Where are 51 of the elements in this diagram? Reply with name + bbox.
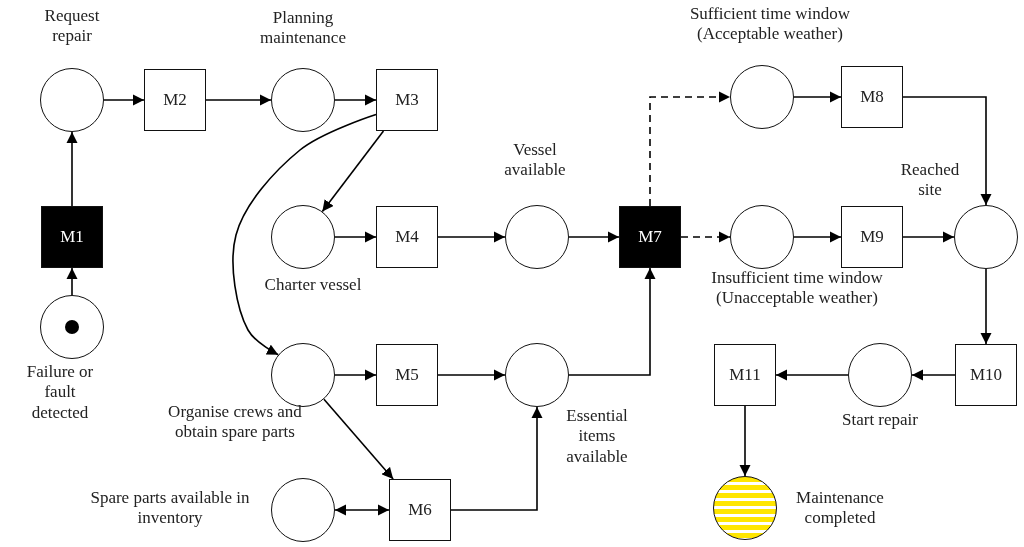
- arrow: [568, 267, 656, 376]
- transition-box: M5: [376, 344, 438, 406]
- arrow: [568, 231, 620, 243]
- immediate-transition-box: M1: [41, 206, 103, 268]
- arrow: [437, 369, 506, 381]
- arrow: [232, 113, 377, 356]
- arrow: [911, 369, 956, 381]
- arrow: [66, 267, 78, 296]
- arrow: [205, 94, 272, 106]
- place-label: Maintenance completed: [795, 488, 885, 529]
- arrow: [680, 231, 731, 243]
- arrow: [334, 231, 377, 243]
- arrow: [793, 91, 842, 103]
- place-label: Insufficient time window (Unacceptable weather): [710, 268, 884, 309]
- arrow: [323, 398, 394, 480]
- arrow: [902, 231, 955, 243]
- place-label: Charter vessel: [263, 275, 363, 296]
- arrow: [649, 91, 731, 207]
- transition-box: M6: [389, 479, 451, 541]
- arrow: [103, 94, 145, 106]
- place-label: Spare parts available in inventory: [89, 488, 251, 529]
- arrow: [450, 406, 543, 511]
- immediate-transition-box: M7: [619, 206, 681, 268]
- place-label: Start repair: [841, 410, 919, 431]
- transition-box: M11: [714, 344, 776, 406]
- place-label: Planning maintenance: [259, 8, 347, 49]
- place-label: Vessel available: [503, 140, 567, 181]
- arrow: [980, 268, 992, 345]
- arrow: [321, 130, 385, 213]
- transition-box: M3: [376, 69, 438, 131]
- transition-box: M4: [376, 206, 438, 268]
- place-label: Request repair: [43, 6, 101, 47]
- arrow: [334, 94, 377, 106]
- arrow: [334, 504, 390, 516]
- place-label: Reached site: [899, 160, 961, 201]
- place-label: Failure or fault detected: [25, 362, 95, 424]
- transition-box: M9: [841, 206, 903, 268]
- arrow: [902, 96, 992, 206]
- arrow: [334, 369, 377, 381]
- arrow: [793, 231, 842, 243]
- arrow: [66, 131, 78, 207]
- place-label: Sufficient time window (Acceptable weather): [688, 4, 852, 45]
- arrow: [739, 405, 751, 477]
- arrow: [437, 231, 506, 243]
- arrow: [775, 369, 849, 381]
- transition-box: M8: [841, 66, 903, 128]
- place-label: Organise crews and obtain spare parts: [167, 402, 303, 443]
- transition-box: M2: [144, 69, 206, 131]
- transition-box: M10: [955, 344, 1017, 406]
- place-circle: [271, 343, 335, 407]
- place-label: Essential items available: [565, 406, 629, 468]
